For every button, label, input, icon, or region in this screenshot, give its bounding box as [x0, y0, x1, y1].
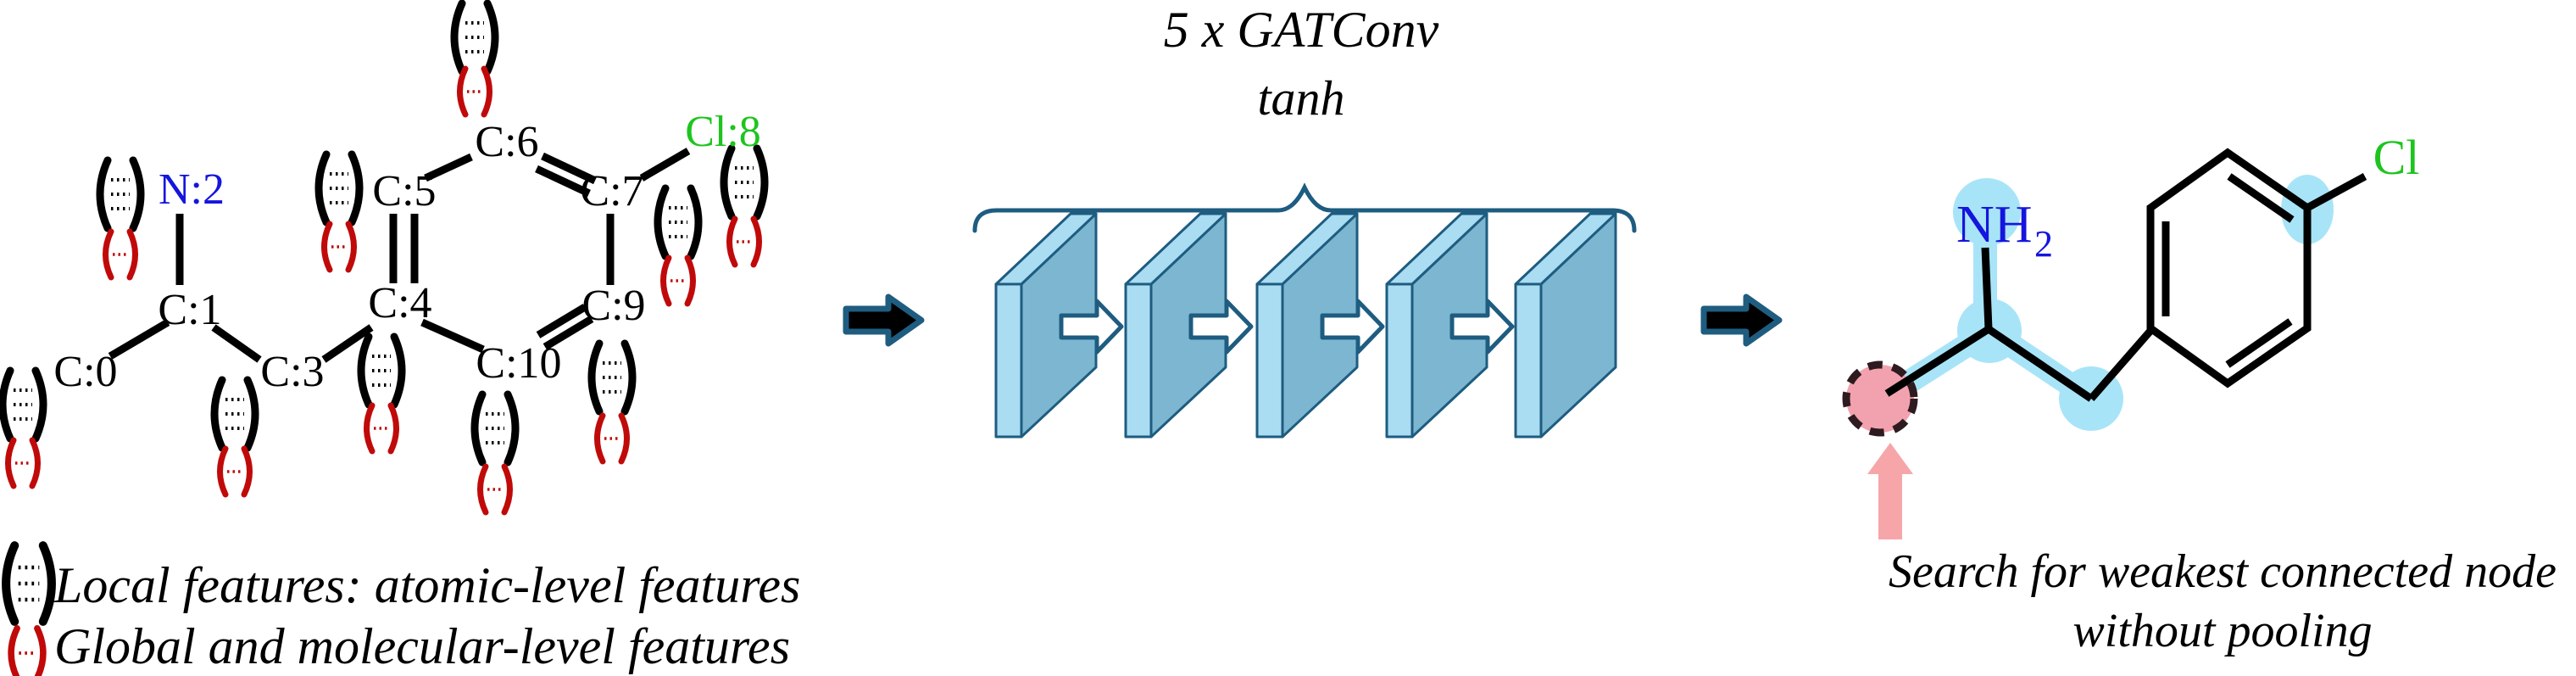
output-molecule-bonds	[1884, 173, 2367, 402]
output-arrow	[1704, 297, 1779, 344]
gnn-title: 5 x GATConv	[1164, 2, 1439, 58]
atom-label-n2: N:2	[159, 165, 225, 214]
atom-label-c1: C:1	[158, 286, 221, 334]
legend-global-label: Global and molecular-level features	[54, 618, 790, 674]
atom-label-c10: C:10	[476, 339, 561, 388]
atom-label-c6: C:6	[475, 118, 538, 166]
gnn-layer	[1514, 212, 1617, 439]
weakest-node-arrow-icon	[1867, 443, 1913, 539]
atom-label-c9: C:9	[581, 282, 645, 330]
amine-subscript: 2	[2034, 223, 2053, 265]
global-features-icon	[11, 629, 43, 676]
benzene-ring	[2146, 148, 2312, 388]
brace	[972, 182, 1637, 233]
atom-label-c5: C:5	[372, 167, 436, 215]
legend: Local features: atomic-level features Gl…	[6, 545, 800, 676]
amine-label: NH	[1956, 196, 2033, 254]
caption-line-1: Search for weakest connected node	[1889, 545, 2557, 598]
atom-label-c3: C:3	[260, 348, 324, 396]
atom-label-c7: C:7	[580, 167, 643, 215]
molecular-graph: C:0 C:1 N:2 C:3 C:4 C:5 C:6 C:7 Cl:8 C:9…	[3, 3, 765, 512]
atom-label-c0: C:0	[53, 348, 117, 396]
input-arrow	[846, 297, 921, 344]
gnn-activation-label: tanh	[1257, 70, 1344, 126]
output-molecule: NH 2 Cl Search for weakest connected nod…	[1842, 130, 2557, 657]
atom-label-c4: C:4	[368, 279, 431, 327]
weakest-node-marker	[1842, 360, 1918, 437]
local-features-icon	[6, 545, 52, 622]
legend-local-label: Local features: atomic-level features	[53, 557, 800, 613]
caption-line-2: without pooling	[2072, 605, 2372, 657]
gnn-section: 5 x GATConv tanh	[846, 2, 1779, 439]
atom-labels: C:0 C:1 N:2 C:3 C:4 C:5 C:6 C:7 Cl:8 C:9…	[53, 108, 760, 396]
chlorine-label: Cl	[2373, 130, 2420, 185]
molecular-graph-bonds	[108, 148, 691, 363]
atom-label-cl8: Cl:8	[685, 108, 761, 156]
